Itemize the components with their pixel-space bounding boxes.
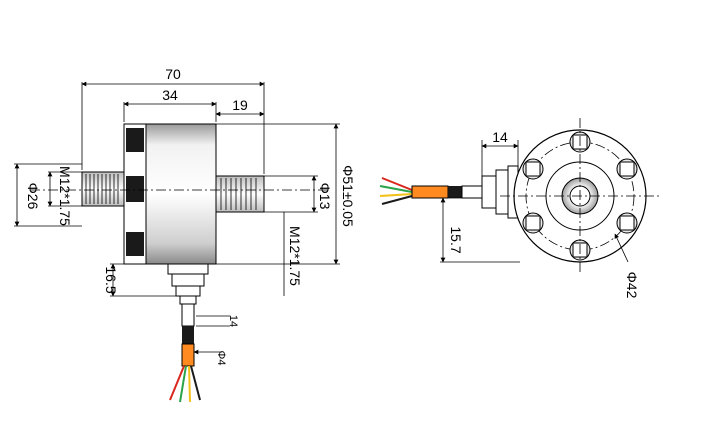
dim-left-thread: M12*1.75: [47, 166, 82, 226]
body-length-label: 34: [162, 87, 178, 103]
dim-cable-gland: 14: [196, 315, 239, 327]
dim-overall-length: 70: [81, 66, 265, 174]
left-thread-stud: [81, 171, 125, 207]
side-wires: [379, 177, 413, 205]
dim-cable-offset: 16.5: [103, 263, 176, 297]
bolt-hole-top-right: [616, 158, 638, 180]
side-cable: [411, 185, 483, 199]
dim-right-thread-length: 19: [215, 97, 265, 117]
cable-diameter-label: Φ4: [215, 351, 227, 366]
bolt-circle-label: Φ42: [624, 272, 640, 299]
bolt-hole-top-left: [522, 158, 544, 180]
right-thread-length-label: 19: [232, 97, 248, 113]
dim-left-diameter: Φ26: [14, 163, 82, 227]
dim-right-thread: M12*1.75: [283, 212, 303, 296]
bolt-hole-bottom-left: [522, 212, 544, 234]
bottom-cable: [169, 303, 201, 403]
side-gland-length-label: 14: [492, 129, 508, 145]
dim-cable-diameter: Φ4: [193, 349, 227, 366]
dim-right-diameter: Φ13: [264, 175, 333, 213]
cable-gland-label: 14: [227, 315, 239, 327]
side-cable-gland: [481, 165, 519, 219]
dim-body-length: 34: [123, 87, 217, 122]
body-diameter-label: Φ51±0.05: [340, 165, 356, 227]
bolt-hole-bottom-right: [616, 212, 638, 234]
right-diameter-label: Φ13: [317, 183, 333, 210]
right-thread-stud: [215, 175, 265, 213]
dim-body-diameter: Φ51±0.05: [216, 123, 356, 265]
left-flange: [123, 123, 147, 265]
bottom-cable-gland: [167, 263, 209, 305]
right-thread-label: M12*1.75: [287, 226, 303, 286]
dim-side-gland-offset: 15.7: [440, 197, 520, 263]
overall-length-label: 70: [165, 66, 181, 82]
side-gland-offset-label: 15.7: [448, 226, 464, 253]
sensor-body: [145, 123, 217, 265]
cable-offset-label: 16.5: [103, 266, 119, 293]
dim-side-gland-length: 14: [481, 129, 519, 176]
left-diameter-label: Φ26: [25, 183, 41, 210]
front-view: 70 34 19 Φ26 M12*1.75: [14, 66, 356, 403]
side-view: 14 15.7 Φ42: [379, 118, 660, 299]
dim-bolt-circle: Φ42: [614, 233, 640, 299]
left-thread-label: M12*1.75: [57, 166, 73, 226]
